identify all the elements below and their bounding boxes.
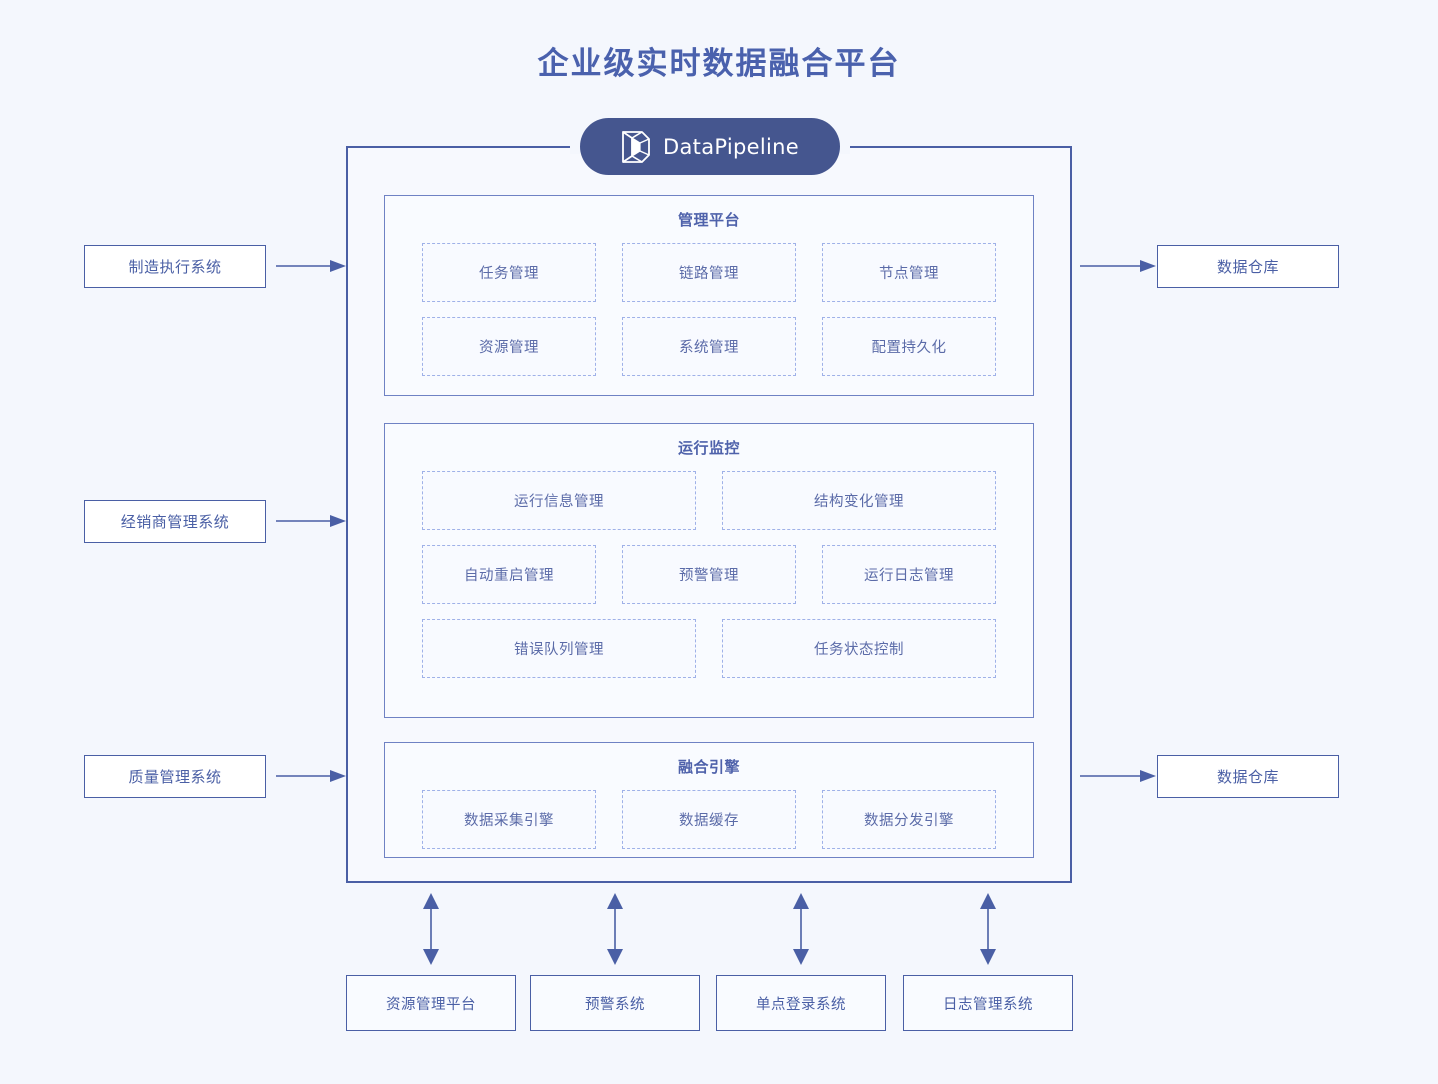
module-cell[interactable]: 任务管理 [422, 243, 596, 302]
source-system-box[interactable]: 经销商管理系统 [84, 500, 266, 543]
section-fusion-engine: 融合引擎 数据采集引擎 数据缓存 数据分发引擎 [384, 742, 1034, 858]
arrow-bidirectional-icon [607, 893, 623, 965]
arrow-right-icon [276, 260, 346, 272]
logo-text: DataPipeline [663, 134, 799, 159]
support-system-box[interactable]: 预警系统 [530, 975, 700, 1031]
arrow-bidirectional-icon [793, 893, 809, 965]
support-system-box[interactable]: 日志管理系统 [903, 975, 1073, 1031]
destination-system-box[interactable]: 数据仓库 [1157, 245, 1339, 288]
module-cell[interactable]: 错误队列管理 [422, 619, 696, 678]
module-cell[interactable]: 运行信息管理 [422, 471, 696, 530]
datapipeline-prism-icon [622, 130, 650, 163]
source-system-box[interactable]: 质量管理系统 [84, 755, 266, 798]
arrow-bidirectional-icon [980, 893, 996, 965]
module-cell[interactable]: 运行日志管理 [822, 545, 996, 604]
arrow-right-icon [276, 770, 346, 782]
module-cell[interactable]: 预警管理 [622, 545, 796, 604]
section-title: 管理平台 [677, 212, 740, 229]
module-cell[interactable]: 数据分发引擎 [822, 790, 996, 849]
module-cell[interactable]: 数据采集引擎 [422, 790, 596, 849]
source-system-box[interactable]: 制造执行系统 [84, 245, 266, 288]
module-cell[interactable]: 链路管理 [622, 243, 796, 302]
module-cell[interactable]: 节点管理 [822, 243, 996, 302]
module-cell[interactable]: 任务状态控制 [722, 619, 996, 678]
module-cell[interactable]: 资源管理 [422, 317, 596, 376]
destination-system-box[interactable]: 数据仓库 [1157, 755, 1339, 798]
section-title: 运行监控 [677, 440, 740, 457]
module-cell[interactable]: 自动重启管理 [422, 545, 596, 604]
arrow-bidirectional-icon [423, 893, 439, 965]
support-system-box[interactable]: 资源管理平台 [346, 975, 516, 1031]
module-cell[interactable]: 结构变化管理 [722, 471, 996, 530]
section-title: 融合引擎 [677, 759, 740, 776]
module-cell[interactable]: 系统管理 [622, 317, 796, 376]
page-title: 企业级实时数据融合平台 [537, 46, 901, 81]
arrow-right-icon [1080, 260, 1156, 272]
section-management-platform: 管理平台 任务管理 链路管理 节点管理 资源管理 系统管理 配置持久化 [384, 195, 1034, 396]
datapipeline-logo-badge: DataPipeline [580, 118, 840, 175]
module-cell[interactable]: 数据缓存 [622, 790, 796, 849]
arrow-right-icon [276, 515, 346, 527]
arrow-right-icon [1080, 770, 1156, 782]
module-cell[interactable]: 配置持久化 [822, 317, 996, 376]
support-system-box[interactable]: 单点登录系统 [716, 975, 886, 1031]
section-runtime-monitoring: 运行监控 运行信息管理 结构变化管理 自动重启管理 预警管理 运行日志管理 错误… [384, 423, 1034, 718]
